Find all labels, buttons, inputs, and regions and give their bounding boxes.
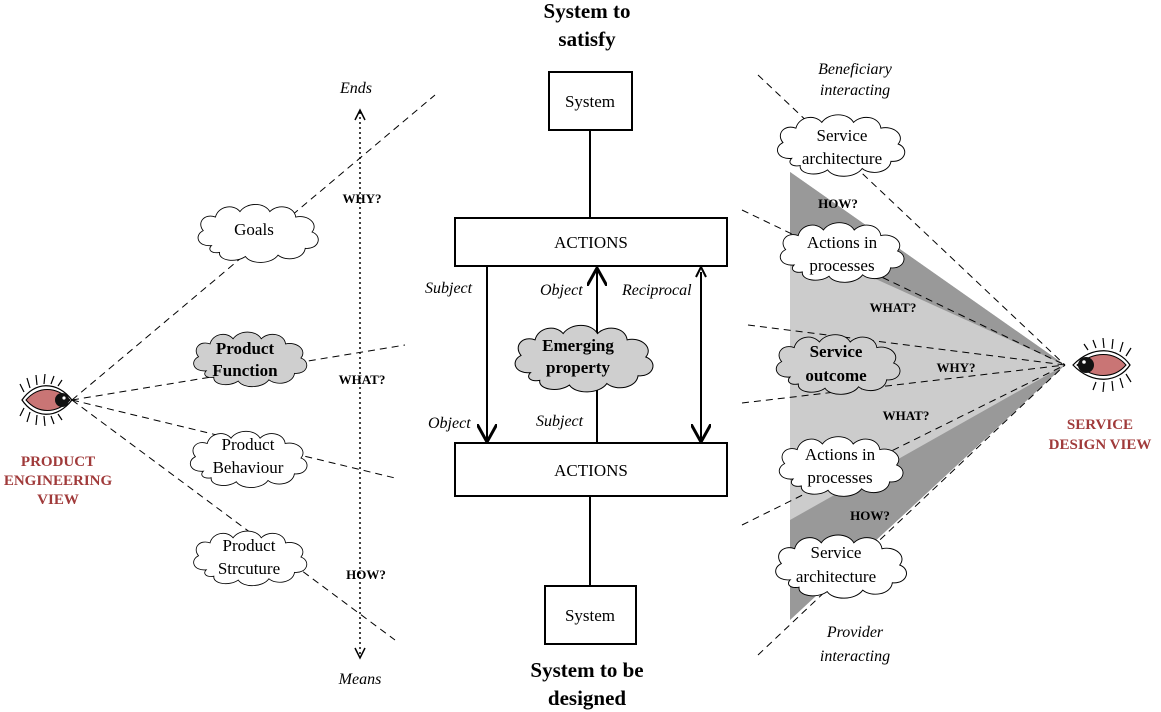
product-structure-line2: Strcuture bbox=[218, 559, 280, 578]
outcome-line1: Service bbox=[810, 342, 863, 361]
bottom-title-line2: designed bbox=[548, 686, 627, 710]
top-title-line2: satisfy bbox=[558, 27, 616, 51]
product-behaviour-line1: Product bbox=[222, 435, 275, 454]
actions-top-label: ACTIONS bbox=[554, 233, 628, 252]
label-object-top: Object bbox=[540, 282, 583, 299]
axis-arrow-up bbox=[354, 108, 366, 121]
right-how-bottom: HOW? bbox=[850, 508, 890, 523]
product-structure-cloud: Product Strcuture bbox=[193, 530, 308, 587]
actions-proc-top-line1: Actions in bbox=[807, 233, 878, 252]
actions-proc-bottom-line1: Actions in bbox=[805, 445, 876, 464]
right-why: WHY? bbox=[937, 360, 976, 375]
label-subject-bottom: Subject bbox=[536, 413, 584, 430]
provider-line2: interacting bbox=[820, 648, 890, 665]
product-function-line1: Product bbox=[216, 339, 275, 358]
goals-cloud: Goals bbox=[197, 203, 319, 263]
triangle-dark-upper bbox=[790, 172, 1065, 365]
arch-bottom-line1: Service bbox=[811, 543, 862, 562]
beneficiary-line1: Beneficiary bbox=[818, 61, 893, 78]
left-why: WHY? bbox=[343, 191, 382, 206]
actions-processes-bottom-cloud: Actions in processes bbox=[778, 436, 904, 497]
system-bottom-box bbox=[544, 585, 637, 645]
service-eye-icon bbox=[1072, 337, 1132, 393]
beneficiary-line2: interacting bbox=[820, 82, 890, 99]
emerging-property-cloud: Emerging property bbox=[514, 324, 654, 393]
right-how-top: HOW? bbox=[818, 196, 858, 211]
product-function-cloud: Product Function bbox=[193, 331, 308, 388]
emerging-line2: property bbox=[546, 358, 610, 377]
service-outcome-cloud: Service outcome bbox=[775, 334, 901, 395]
arch-top-line1: Service bbox=[817, 126, 868, 145]
axis-arrow-down bbox=[354, 647, 366, 660]
product-view-line3: VIEW bbox=[37, 492, 79, 508]
right-what-top: WHAT? bbox=[870, 300, 917, 315]
label-object-bottom: Object bbox=[428, 415, 471, 432]
outcome-line2: outcome bbox=[805, 366, 867, 385]
system-top-box bbox=[548, 71, 633, 131]
label-means: Means bbox=[338, 671, 382, 688]
label-ends: Ends bbox=[339, 80, 372, 97]
right-dashed-lines bbox=[741, 74, 1066, 656]
top-title-line1: System to bbox=[544, 0, 631, 23]
service-view-line1: SERVICE bbox=[1067, 417, 1133, 433]
product-behaviour-line2: Behaviour bbox=[213, 458, 284, 477]
left-how: HOW? bbox=[346, 567, 386, 582]
product-structure-line1: Product bbox=[223, 536, 276, 555]
label-subject-top: Subject bbox=[425, 280, 473, 297]
actions-proc-top-line2: processes bbox=[809, 256, 874, 275]
product-view-line2: ENGINEERING bbox=[4, 473, 113, 489]
provider-line1: Provider bbox=[826, 624, 884, 641]
label-reciprocal: Reciprocal bbox=[621, 282, 692, 299]
actions-top-box bbox=[454, 217, 728, 267]
right-what-bottom: WHAT? bbox=[883, 408, 930, 423]
emerging-line1: Emerging bbox=[542, 336, 614, 355]
system-bottom-label: System bbox=[565, 606, 615, 625]
actions-processes-top-cloud: Actions in processes bbox=[779, 222, 905, 283]
service-architecture-bottom-cloud: Service architecture bbox=[775, 534, 908, 599]
product-eye-icon bbox=[19, 373, 73, 427]
service-view-line2: DESIGN VIEW bbox=[1049, 437, 1152, 453]
goals-label: Goals bbox=[234, 220, 274, 239]
product-function-line2: Function bbox=[212, 361, 278, 380]
arrow-reciprocal-up bbox=[695, 264, 707, 278]
system-top-label: System bbox=[565, 92, 615, 111]
arch-bottom-line2: architecture bbox=[796, 567, 876, 586]
product-behaviour-cloud: Product Behaviour bbox=[189, 430, 308, 489]
actions-bottom-label: ACTIONS bbox=[554, 461, 628, 480]
service-architecture-top-cloud: Service architecture bbox=[776, 114, 906, 177]
actions-proc-bottom-line2: processes bbox=[807, 468, 872, 487]
arch-top-line2: architecture bbox=[802, 149, 882, 168]
left-what: WHAT? bbox=[339, 372, 386, 387]
product-view-line1: PRODUCT bbox=[21, 454, 95, 470]
bottom-title-line1: System to be bbox=[530, 658, 643, 682]
